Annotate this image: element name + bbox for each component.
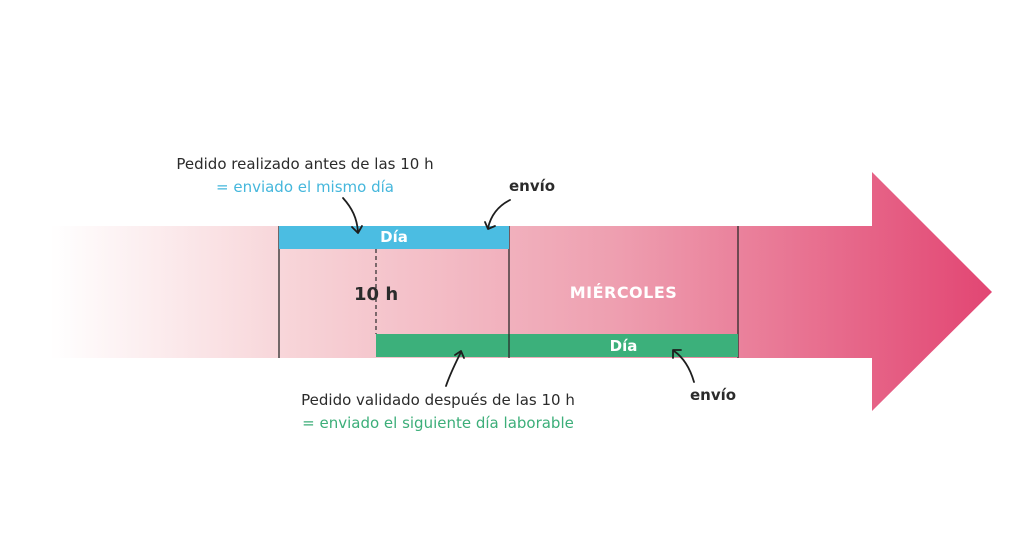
arrow-shipping-bottom-icon (672, 349, 695, 383)
next-day-bar-right (509, 334, 738, 357)
next-day-note-title: Pedido validado después de las 10 h (301, 391, 575, 409)
shipping-label-top: envío (509, 177, 556, 195)
same-day-bar-label: Día (380, 228, 408, 246)
next-day-note-subtitle: = enviado el siguiente día laborable (302, 414, 574, 432)
arrow-to-next-day-icon (445, 350, 465, 387)
cutoff-time-label: 10 h (354, 284, 399, 305)
day-label-wednesday: MIÉRCOLES (569, 283, 678, 302)
arrow-shipping-top-icon (484, 199, 511, 230)
shipping-label-bottom: envío (690, 386, 737, 404)
same-day-note-title: Pedido realizado antes de las 10 h (176, 155, 434, 173)
same-day-bar (279, 226, 509, 249)
arrow-to-same-day-icon (342, 197, 363, 234)
next-day-bar-label: Día (609, 337, 638, 355)
same-day-note-subtitle: = enviado el mismo día (216, 178, 394, 196)
next-day-bar-left (376, 334, 509, 357)
